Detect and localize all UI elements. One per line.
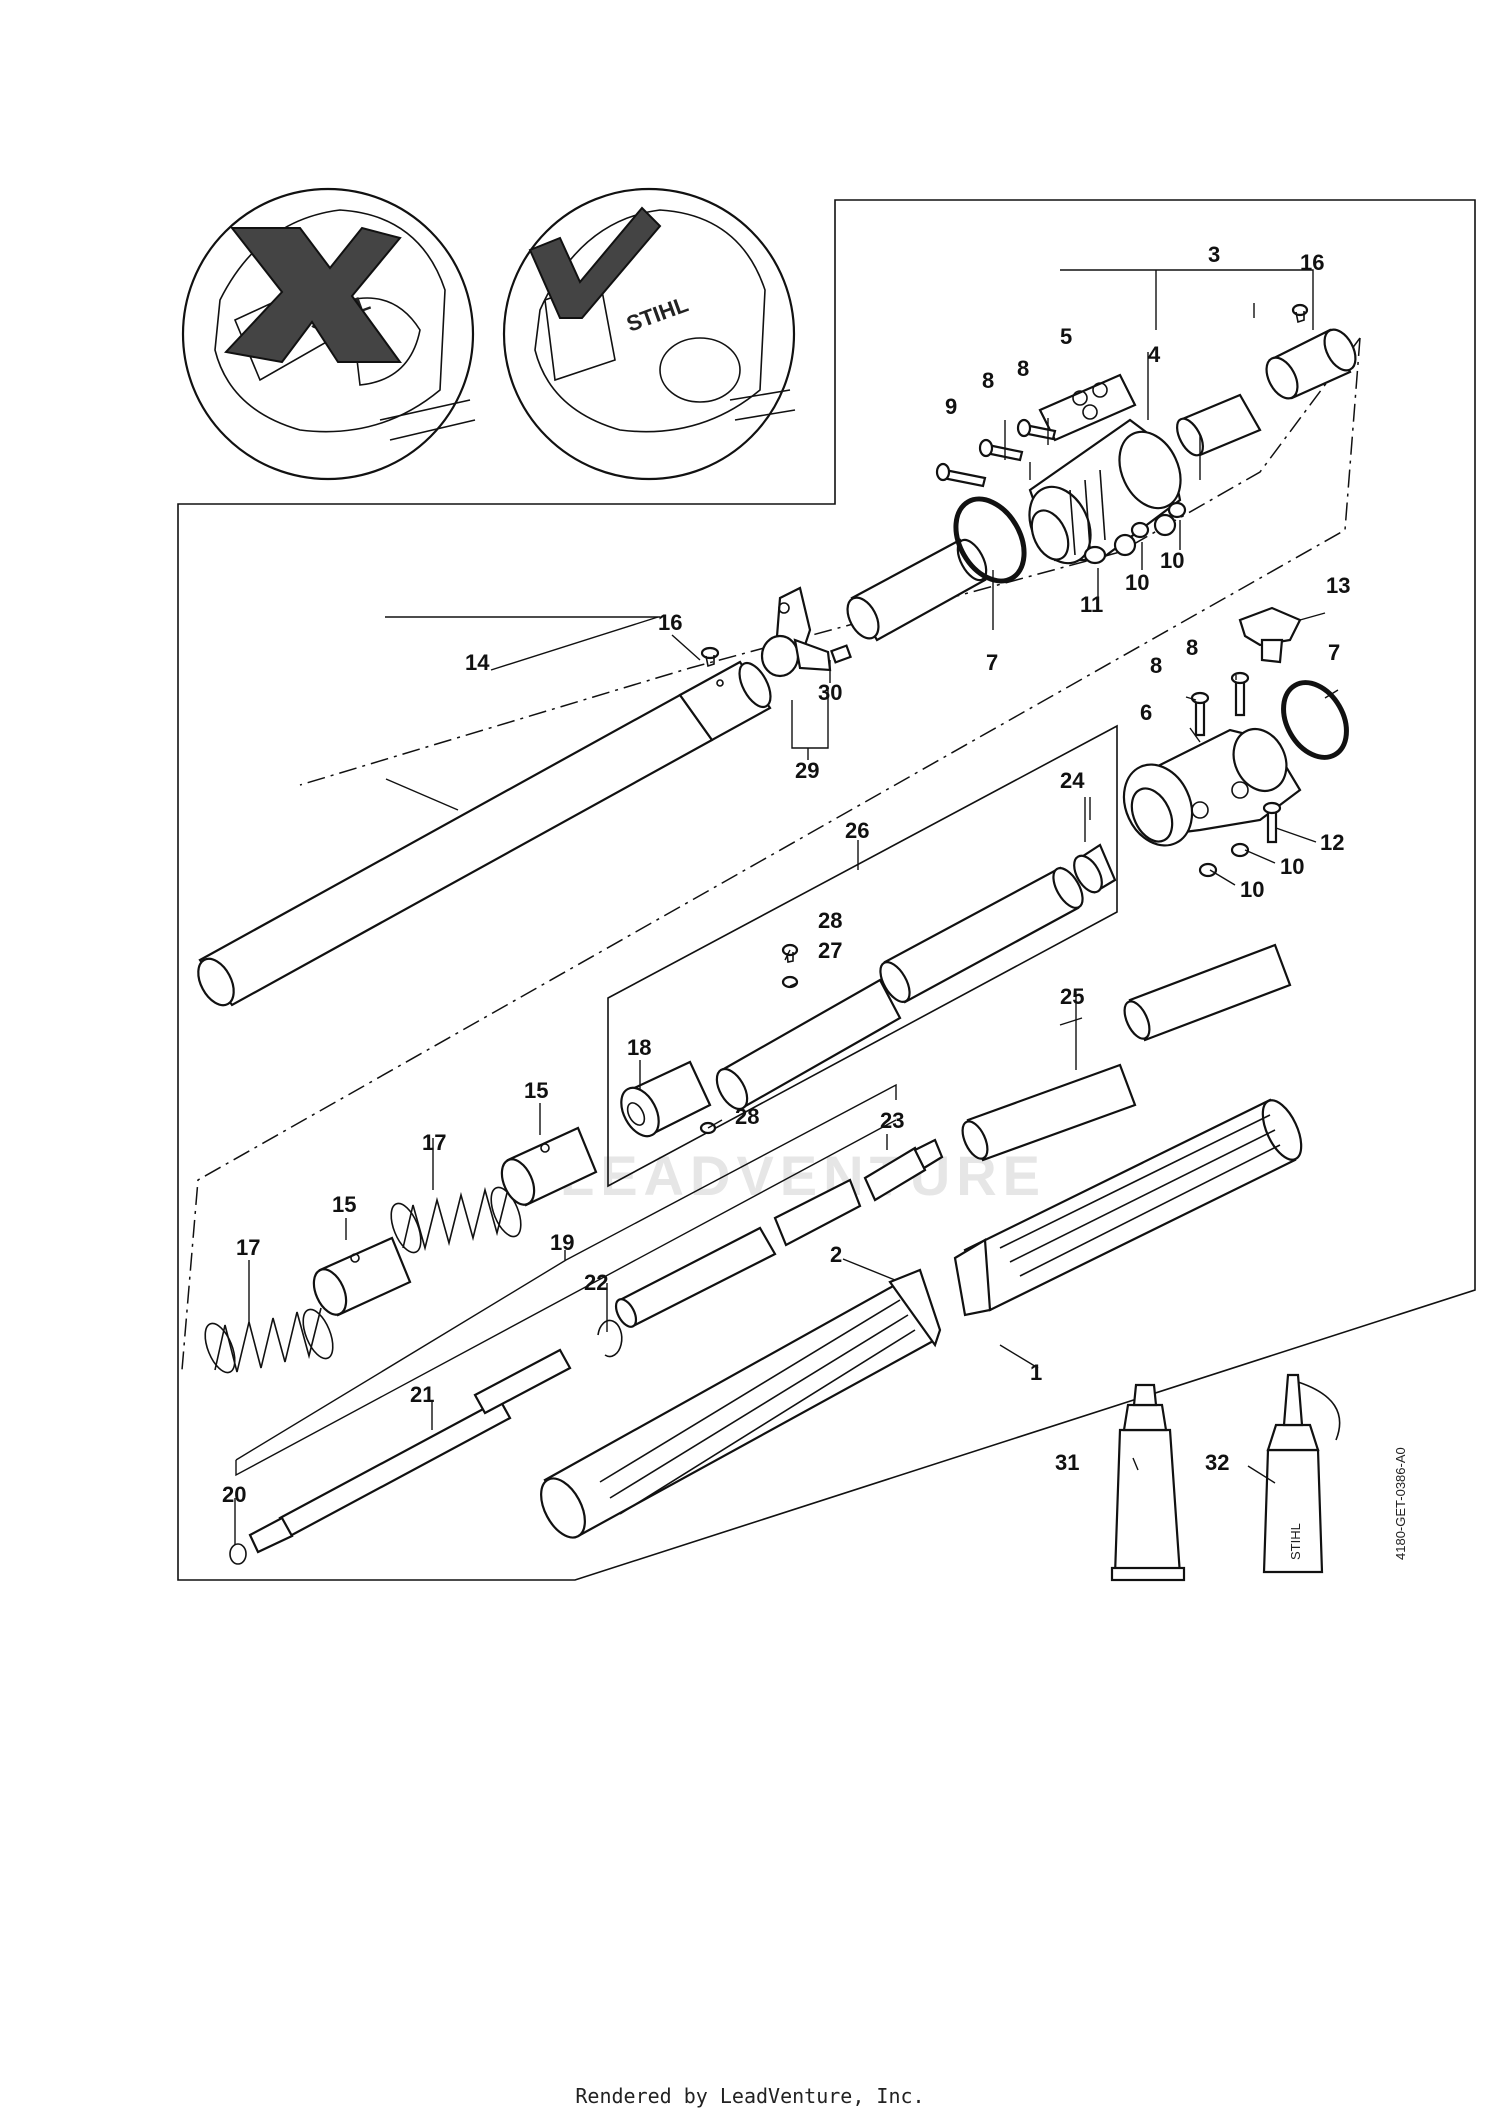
callout-12: 12 (1320, 830, 1344, 855)
part-screws-lower (1190, 671, 1282, 878)
part-23-connector (863, 1138, 944, 1202)
callout-18: 18 (627, 1035, 651, 1060)
inset-wrong-engine: STIHL (181, 187, 476, 481)
diagram-frame (177, 199, 1476, 1581)
callout-8-d: 8 (1150, 653, 1162, 678)
part-6-housing (1122, 728, 1302, 847)
part-16-screw-a (700, 646, 720, 668)
callout-6: 6 (1140, 700, 1152, 725)
callout-28-b: 28 (735, 1104, 759, 1129)
callout-25: 25 (1060, 984, 1084, 1009)
part-nuts-top (1083, 501, 1187, 565)
part-15-sleeve-lower (312, 1236, 412, 1317)
part-32-oil-bottle: STIHL (1262, 1373, 1341, 1574)
callout-16-mid: 16 (658, 610, 682, 635)
callout-15-lower: 15 (332, 1192, 356, 1217)
callout-9: 9 (945, 394, 957, 419)
callouts: 3 16 5 4 8 8 9 10 10 11 7 13 8 8 7 6 12 … (222, 242, 1350, 1507)
part-screws-top (935, 303, 1309, 488)
callout-3: 3 (1208, 242, 1220, 267)
wrong-engine-cross-icon (224, 226, 402, 364)
callout-10-d: 10 (1240, 877, 1264, 902)
part-15-sleeve-upper (500, 1126, 598, 1207)
callout-26: 26 (845, 818, 869, 843)
callout-17-lower: 17 (236, 1235, 260, 1260)
bottle-brand: STIHL (1288, 1523, 1303, 1560)
callout-10-b: 10 (1125, 570, 1149, 595)
part-26-group-box (607, 724, 1118, 1188)
part-14-tube (197, 660, 772, 1007)
inset-correct-engine: STIHL (502, 187, 796, 481)
callout-4: 4 (1148, 342, 1161, 367)
part-2-grip (540, 1268, 942, 1539)
callout-7-upper: 7 (986, 650, 998, 675)
part-25-liner (961, 943, 1292, 1162)
centerline-mid (181, 337, 1361, 1371)
callout-1: 1 (1030, 1360, 1042, 1385)
part-26-bearing-tube (715, 843, 1117, 1111)
part-17-spring-upper (390, 1184, 522, 1254)
correct-engine-check-icon (528, 206, 662, 319)
callout-16-top: 16 (1300, 250, 1324, 275)
callout-13: 13 (1326, 573, 1350, 598)
part-7-oring-upper (953, 496, 1027, 584)
callout-23: 23 (880, 1108, 904, 1133)
part-tube-short (846, 538, 988, 642)
callout-5: 5 (1060, 324, 1072, 349)
part-7-oring-lower (1281, 680, 1349, 760)
part-13-knob (1238, 606, 1302, 664)
callout-10-a: 10 (1160, 548, 1184, 573)
centerline-top (299, 337, 1361, 786)
callout-19: 19 (550, 1230, 574, 1255)
callout-8-c: 8 (1186, 635, 1198, 660)
part-31-grease-tube (1110, 1383, 1186, 1582)
doc-code: 4180-GET-0386-A0 (1393, 1447, 1408, 1560)
part-19-driveshaft (614, 1178, 862, 1328)
part-20-oring (229, 1543, 247, 1565)
callout-8-b: 8 (1017, 356, 1029, 381)
callout-30: 30 (818, 680, 842, 705)
watermark: LEADVENTURE (560, 1144, 1046, 1207)
callout-15-upper: 15 (524, 1078, 548, 1103)
part-18-bushing (620, 1060, 712, 1138)
part-22-circlip (597, 1319, 623, 1358)
callout-11: 11 (1080, 592, 1103, 617)
callout-28-a: 28 (818, 908, 842, 933)
callout-2: 2 (830, 1242, 842, 1267)
callout-24: 24 (1060, 768, 1085, 793)
callout-17-upper: 17 (422, 1130, 446, 1155)
callout-10-c: 10 (1280, 854, 1304, 879)
footer-credit: Rendered by LeadVenture, Inc. (575, 2084, 925, 2108)
callout-7-lower: 7 (1328, 640, 1340, 665)
callout-21: 21 (410, 1382, 434, 1407)
part-21-inner-shaft (248, 1348, 572, 1554)
leader-lines (234, 269, 1339, 1545)
callout-32: 32 (1205, 1450, 1229, 1475)
part-29-clamp (760, 586, 852, 678)
part-1-outer-tube (953, 1098, 1303, 1317)
callout-20: 20 (222, 1482, 246, 1507)
callout-14: 14 (465, 650, 490, 675)
callout-8-a: 8 (982, 368, 994, 393)
callout-29: 29 (795, 758, 819, 783)
callout-27: 27 (818, 938, 842, 963)
part-17-spring-lower (204, 1307, 334, 1374)
callout-31: 31 (1055, 1450, 1079, 1475)
callout-22: 22 (584, 1270, 608, 1295)
